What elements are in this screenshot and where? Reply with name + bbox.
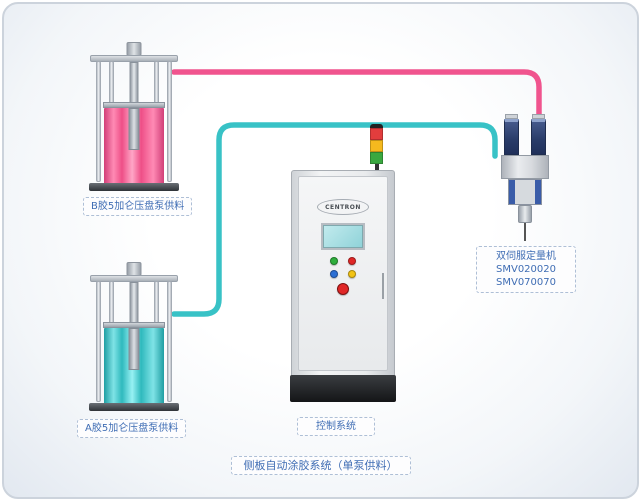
brand-logo: CENTRON	[317, 199, 369, 215]
signal-tower	[370, 124, 383, 170]
pump-b-machine	[88, 42, 180, 192]
metering-machine-name: 双伺服定量机	[496, 251, 556, 262]
button-panel	[292, 257, 394, 295]
servo-motor-right	[531, 119, 546, 155]
pump-b-tie-rod	[167, 61, 172, 182]
dispense-valve	[518, 205, 532, 223]
control-system-label-text: 控制系统	[316, 421, 356, 432]
blue-button	[330, 270, 338, 278]
pump-b-tie-rod	[96, 61, 101, 182]
pump-a-motor	[126, 262, 142, 276]
button-row	[337, 283, 349, 295]
pump-b-follower-plate	[103, 102, 165, 108]
metering-machine-label: 双伺服定量机 SMV020020 SMV070070	[476, 246, 576, 293]
pump-a-pump-tube	[128, 328, 140, 370]
metering-machine-model-1: SMV020020	[496, 264, 556, 275]
signal-tower-pole	[374, 164, 379, 170]
pump-b-pump-tube	[128, 108, 140, 150]
red-button	[348, 257, 356, 265]
control-system-label: 控制系统	[297, 417, 375, 436]
pump-a-label-text: A胶5加仑压盘泵供料	[85, 423, 179, 434]
pump-b-piston	[129, 62, 139, 106]
green-button	[330, 257, 338, 265]
cabinet-base	[290, 375, 396, 402]
pump-a-tie-rod	[96, 281, 101, 402]
pump-a-tie-rod	[167, 281, 172, 402]
tube-layer	[171, 69, 542, 317]
glue-b-tube	[171, 69, 542, 121]
brand-logo-text: CENTRON	[325, 203, 361, 211]
pump-a-machine	[88, 262, 180, 412]
pump-b-label: B胶5加仑压盘泵供料	[83, 197, 193, 216]
cabinet-door	[298, 176, 388, 371]
button-row	[330, 257, 356, 265]
metering-manifold	[501, 155, 549, 179]
cabinet-handle	[382, 273, 384, 299]
button-row	[330, 270, 356, 278]
hmi-screen	[321, 223, 365, 250]
control-cabinet: CENTRON	[290, 170, 396, 402]
signal-light-yellow	[370, 140, 383, 152]
dispense-needle	[524, 223, 526, 241]
pump-b-label-text: B胶5加仑压盘泵供料	[91, 201, 185, 212]
pump-a-base	[89, 403, 179, 411]
mixing-block	[508, 179, 542, 205]
pump-b-top-plate	[90, 55, 178, 62]
pump-b-motor	[126, 42, 142, 56]
pump-a-top-plate	[90, 275, 178, 282]
pump-a-piston	[129, 282, 139, 326]
servo-cap-left	[505, 114, 518, 119]
pump-b-base	[89, 183, 179, 191]
emergency-stop-button	[337, 283, 349, 295]
diagram-title: 侧板自动涂胶系统（单泵供料）	[230, 456, 411, 475]
diagram-title-text: 侧板自动涂胶系统（单泵供料）	[243, 459, 398, 472]
pump-a-label: A胶5加仑压盘泵供料	[77, 419, 187, 438]
servo-cap-right	[532, 114, 545, 119]
metering-machine-model-2: SMV070070	[496, 277, 556, 288]
glue-a-tube	[171, 122, 498, 317]
signal-tower-cap	[370, 124, 383, 128]
signal-light-green	[370, 152, 383, 164]
signal-light-red	[370, 128, 383, 140]
servo-motor-left	[504, 119, 519, 155]
yellow-button	[348, 270, 356, 278]
pump-a-follower-plate	[103, 322, 165, 328]
metering-machine	[501, 114, 549, 242]
